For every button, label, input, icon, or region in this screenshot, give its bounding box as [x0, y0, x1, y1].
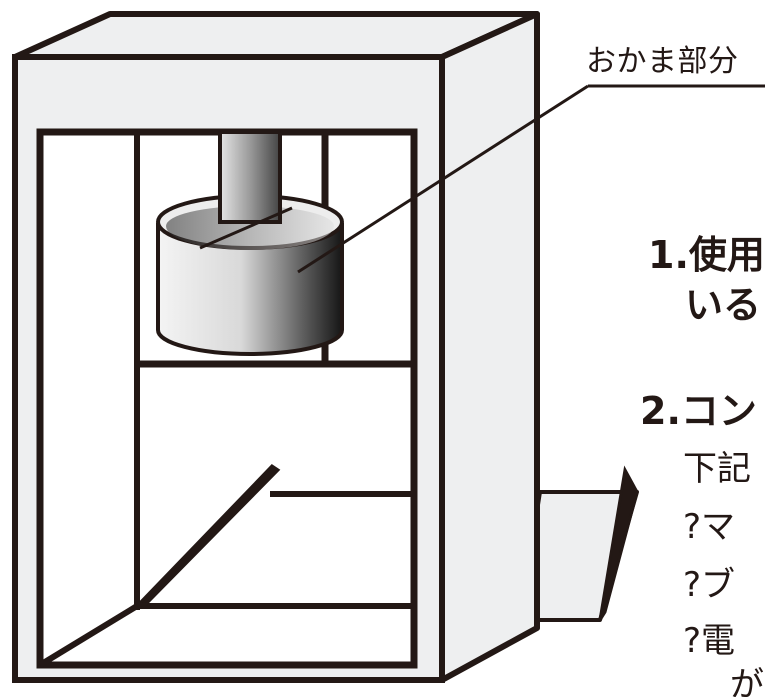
lower-diagonal-front: [38, 603, 139, 668]
instruction-1-line-1: 1.使用: [648, 233, 765, 277]
pot-body: [156, 223, 344, 356]
cabinet-side-face: [439, 11, 540, 683]
callout-label: おかま部分: [586, 44, 739, 79]
instruction-2-line-2: ?マ: [683, 507, 736, 547]
cabinet-base-edge: [598, 465, 639, 621]
instruction-2-line-1: 下記: [683, 449, 751, 489]
instruction-2-heading: 2.コン: [640, 389, 757, 433]
pot-seam: [199, 206, 293, 250]
instruction-1-line-2: いる: [685, 283, 762, 327]
instruction-2-line-5: が: [730, 665, 764, 697]
instruction-2-line-4: ?電: [683, 621, 736, 661]
instruction-2-line-3: ?ブ: [683, 565, 736, 605]
lower-diagonal-wedge: [132, 464, 281, 609]
callout-leader-diagonal: [297, 84, 589, 274]
pot-inner: [166, 206, 334, 250]
pot-shaft-front: [218, 130, 282, 224]
